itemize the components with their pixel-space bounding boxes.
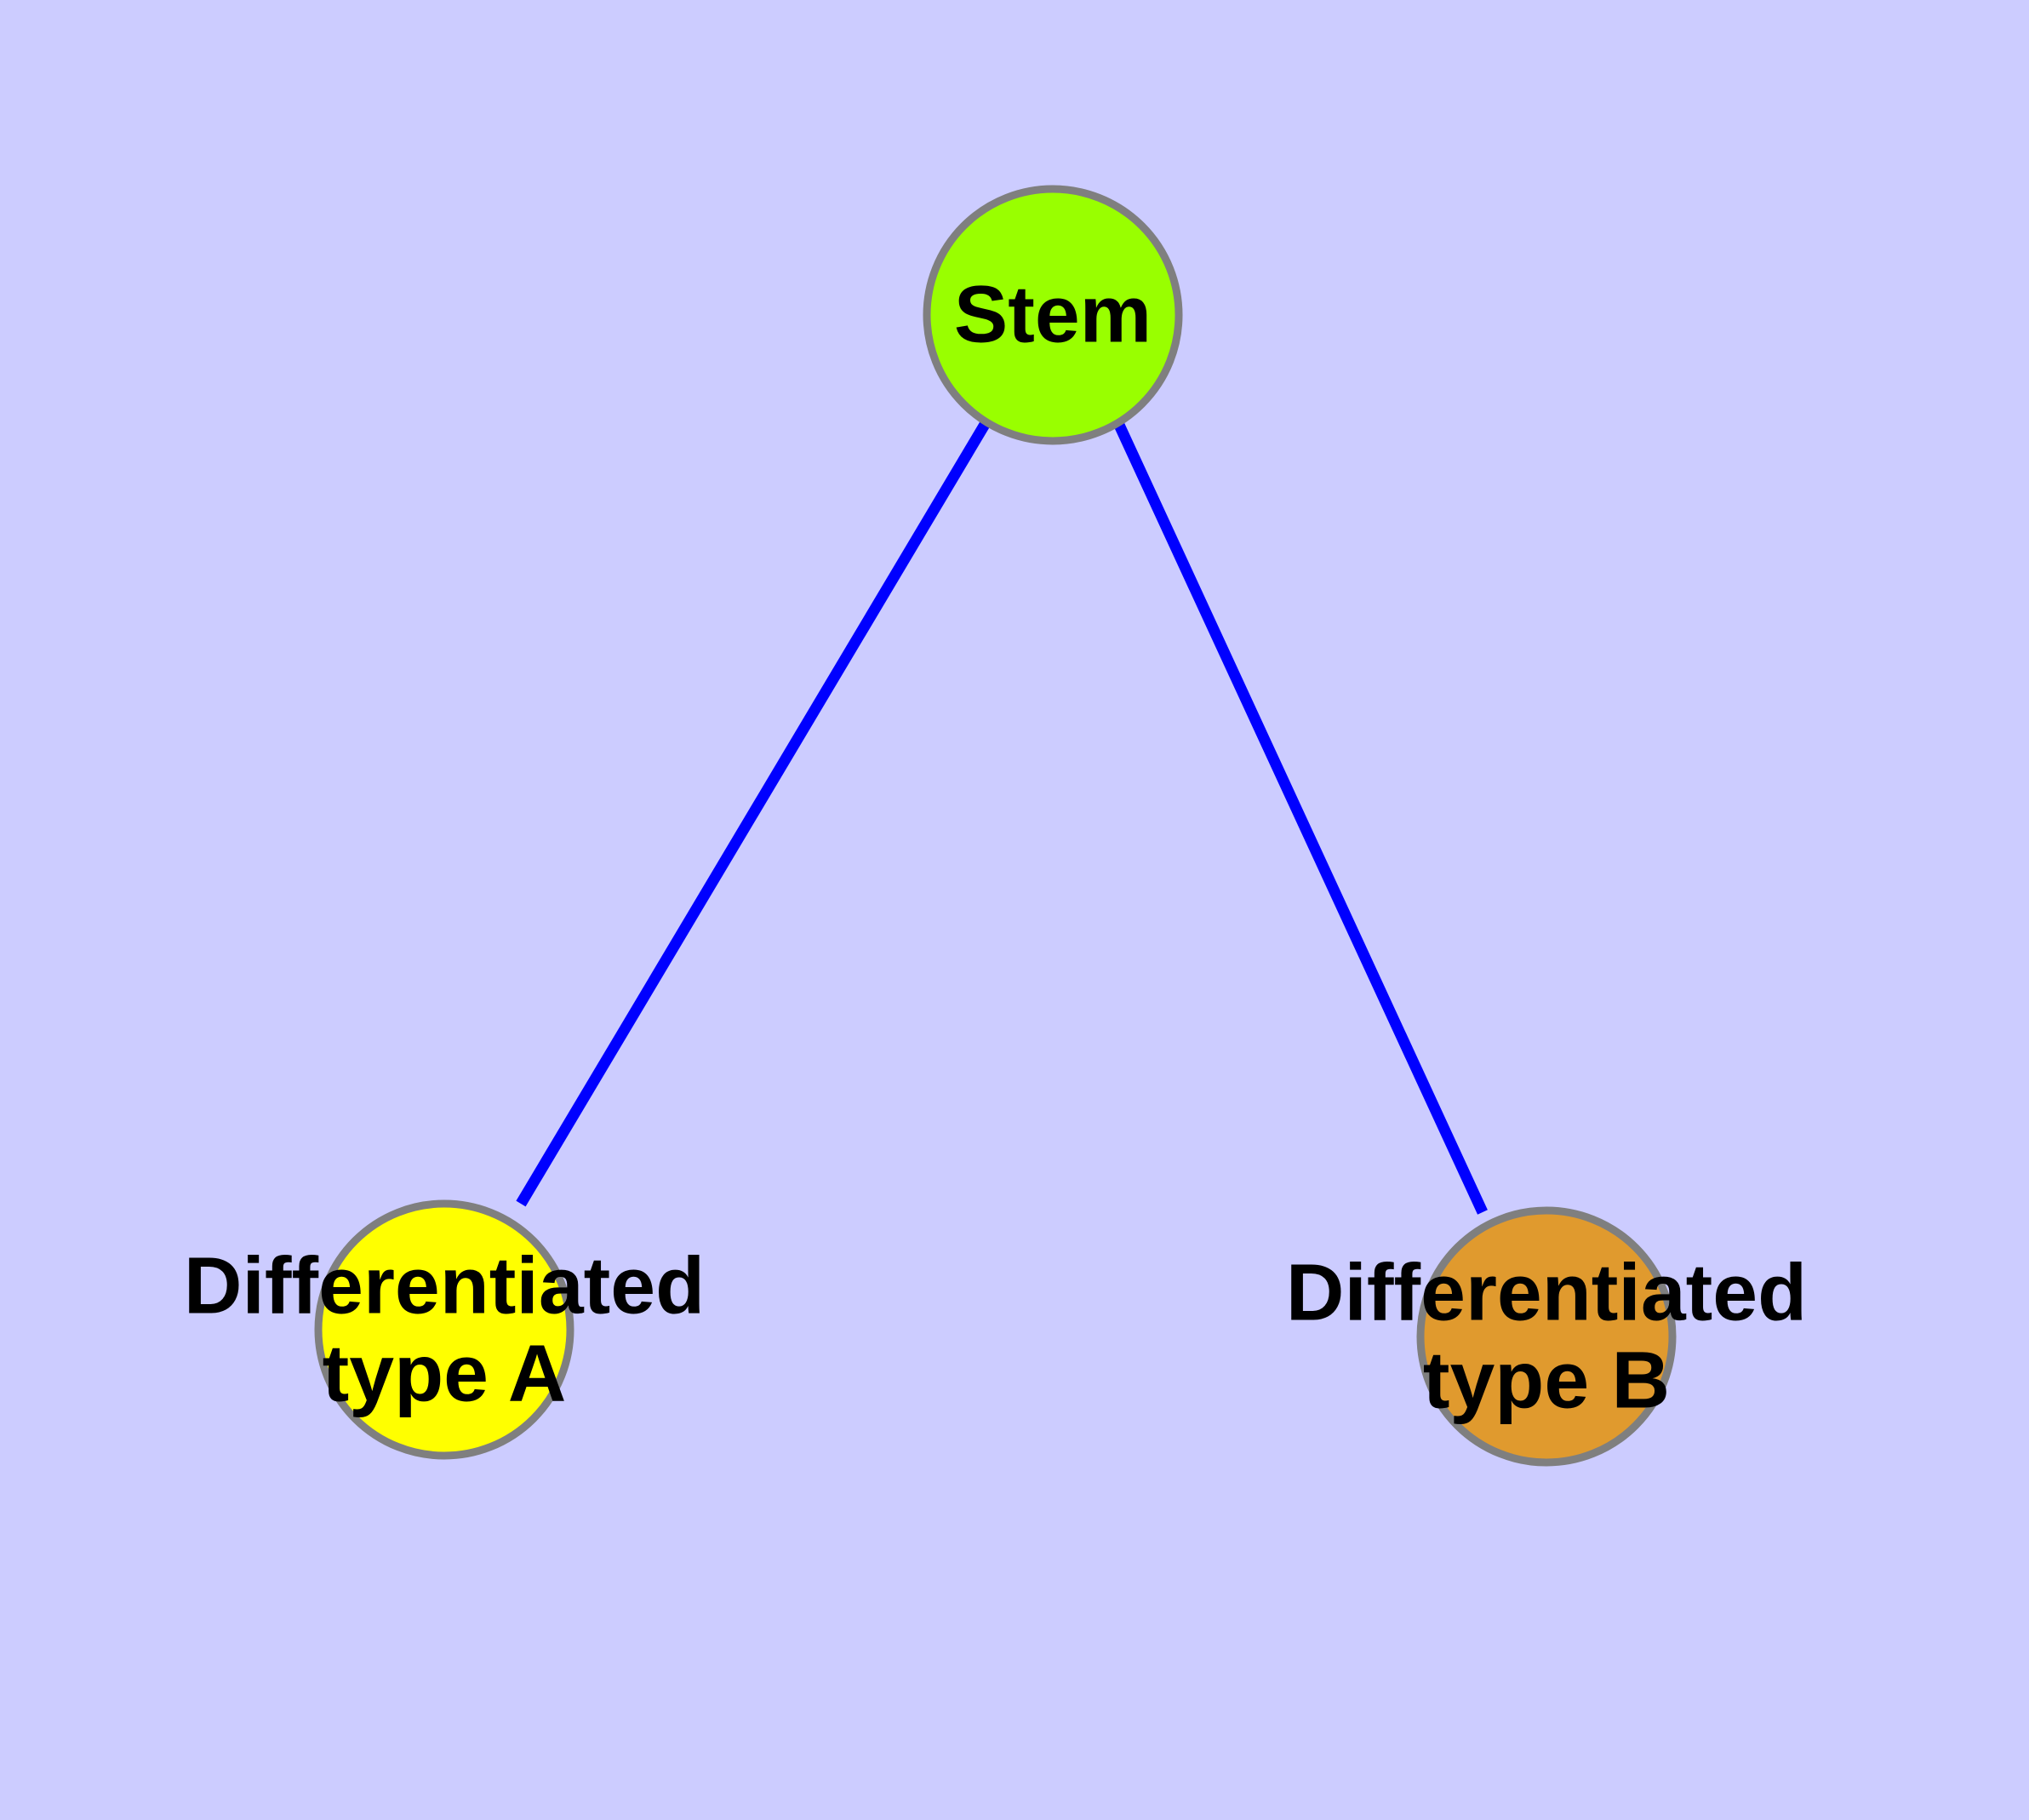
graph-node-stem[interactable] bbox=[923, 185, 1183, 445]
graph-node-diff_b[interactable] bbox=[1416, 1206, 1677, 1467]
nodes-layer bbox=[314, 185, 1677, 1467]
edges-layer bbox=[516, 420, 1488, 1215]
graph-edge bbox=[1113, 421, 1488, 1215]
graph-node-diff_a[interactable] bbox=[314, 1199, 574, 1460]
graph-edge bbox=[516, 420, 991, 1207]
